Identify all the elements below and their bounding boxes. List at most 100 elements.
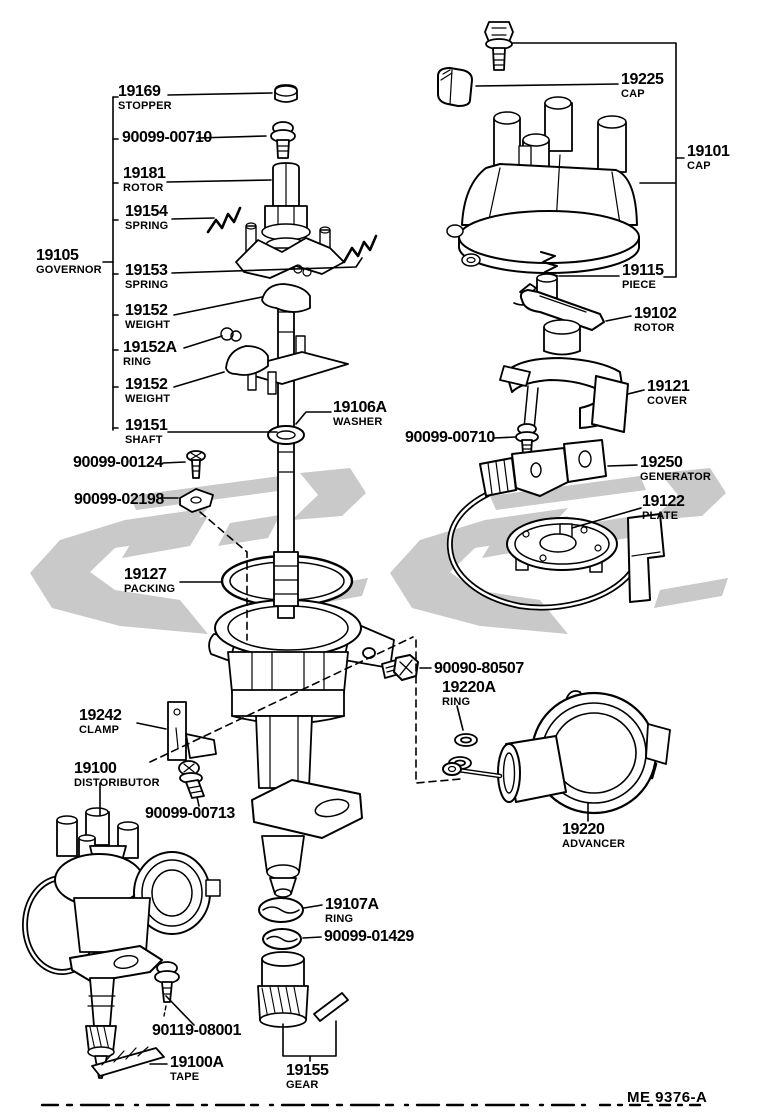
part-number: 90099-00710 <box>122 129 212 146</box>
part-number: 19220A <box>442 679 496 696</box>
part-number: 19153 <box>125 262 168 279</box>
weight-upper-drawing <box>261 283 311 313</box>
part-name: CLAMP <box>79 724 120 736</box>
stopper-drawing <box>274 84 298 103</box>
part-label-90099-00713: 90099-00713 <box>145 806 235 822</box>
part-number: 90099-02198 <box>74 491 164 508</box>
cover-19121-drawing <box>499 357 629 433</box>
part-number: 90099-01429 <box>324 928 414 945</box>
pin-drawing <box>313 992 349 1022</box>
part-name: GENERATOR <box>640 471 712 483</box>
part-name: DISTORIBUTOR <box>74 777 160 789</box>
tape-19100a-drawing <box>91 1046 165 1077</box>
part-number: 19152 <box>125 376 168 393</box>
part-number: 19250 <box>640 454 683 471</box>
part-name: TAPE <box>170 1071 200 1083</box>
part-number: 19115 <box>622 262 664 279</box>
part-label-90099-01429: 90099-01429 <box>324 929 414 945</box>
part-number: 19151 <box>125 417 168 434</box>
part-number: 19107A <box>325 896 379 913</box>
bolt-90099-00713-drawing <box>178 760 205 799</box>
part-name: SPRING <box>125 279 169 291</box>
signal-generator-19250-drawing <box>446 439 665 611</box>
breaker-plate-19122-drawing <box>506 517 618 573</box>
part-number: 90099-00713 <box>145 805 235 822</box>
part-label-90099-00710-right: 90099-00710 <box>405 430 495 446</box>
distributor-cap-19101-drawing <box>446 96 640 274</box>
part-label-90090-80507: 90090-80507 <box>434 661 524 677</box>
part-number: 19220 <box>562 821 605 838</box>
part-name: STOPPER <box>118 100 172 112</box>
part-name: PACKING <box>124 583 176 595</box>
part-name: ROTOR <box>634 322 675 334</box>
part-number: 19155 <box>286 1062 329 1079</box>
part-number: 90099-00124 <box>73 454 163 471</box>
part-name: GOVERNOR <box>36 264 102 276</box>
part-name: ROTOR <box>123 182 164 194</box>
part-label-90119-08001: 90119-08001 <box>152 1023 241 1039</box>
part-number: 19101 <box>687 143 730 160</box>
rubber-cap-19225-drawing <box>437 67 473 107</box>
bolt-90099-00124-drawing <box>186 450 206 479</box>
washer-19107a-drawing <box>258 897 304 923</box>
part-name: RING <box>325 913 354 925</box>
spring-19154-drawing <box>206 206 242 234</box>
part-name: RING <box>442 696 471 708</box>
part-name: SHAFT <box>125 434 163 446</box>
part-label-90099-00710: 90099-00710 <box>122 130 212 146</box>
leader-lines <box>40 42 702 1107</box>
part-name: SPRING <box>125 220 169 232</box>
part-number: 19122 <box>642 493 685 510</box>
part-name: CAP <box>621 88 645 100</box>
part-number: 90090-80507 <box>434 660 524 677</box>
part-number: 19154 <box>125 203 168 220</box>
part-name: COVER <box>647 395 688 407</box>
cap-bolt-drawing <box>484 21 514 71</box>
vacuum-advancer-19220-drawing <box>442 690 671 815</box>
part-number: 19100A <box>170 1054 224 1071</box>
plate-90099-02198-drawing <box>179 488 214 513</box>
part-name: WASHER <box>333 416 383 428</box>
gear-19155-drawing <box>257 951 309 1028</box>
part-number: 19181 <box>123 165 166 182</box>
part-name: GEAR <box>286 1079 319 1091</box>
part-label-90099-00124: 90099-00124 <box>73 455 163 471</box>
part-number: 19169 <box>118 83 161 100</box>
part-number: 90099-00710 <box>405 429 495 446</box>
rotor-19102-drawing <box>519 283 605 356</box>
drawing-code: ME 9376-A <box>627 1089 708 1106</box>
washer-90099-01429-drawing <box>262 928 302 950</box>
part-name: PLATE <box>642 510 679 522</box>
part-name: RING <box>123 356 152 368</box>
ring-19152a-drawing <box>220 327 242 342</box>
part-number: 19152 <box>125 302 168 319</box>
part-number: 90119-08001 <box>152 1022 242 1039</box>
part-number: 19225 <box>621 71 664 88</box>
distributor-assembly-drawing <box>22 807 221 1079</box>
part-label-90099-02198: 90099-02198 <box>74 492 164 508</box>
part-number: 19100 <box>74 760 117 777</box>
